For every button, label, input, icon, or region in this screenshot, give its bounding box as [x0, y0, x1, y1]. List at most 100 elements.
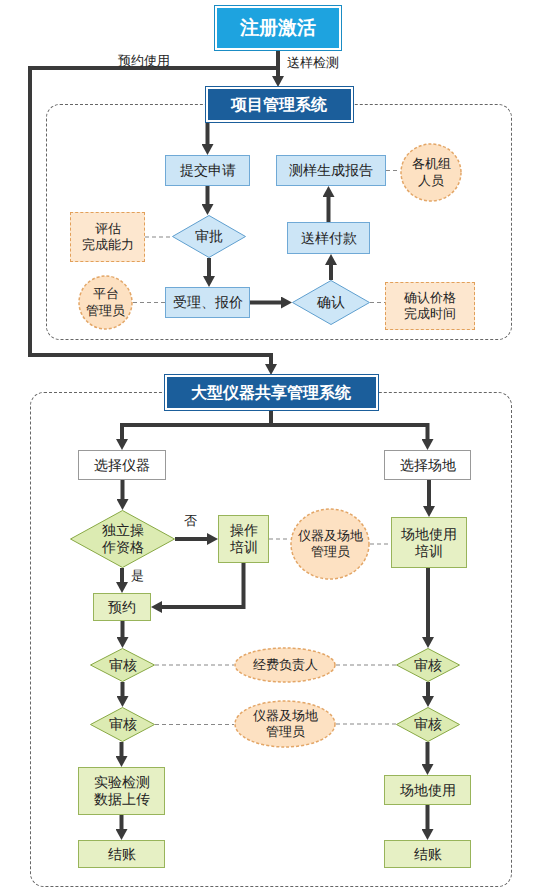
- flow-arrow: [207, 258, 211, 278]
- flow-arrow: [426, 805, 430, 831]
- node-text: 平台 管理员: [80, 286, 131, 319]
- flow-arrow: [206, 122, 210, 146]
- node-text: 选择仪器: [94, 457, 150, 474]
- process-box: 测样生成报告: [276, 155, 386, 186]
- flow-arrow: [121, 682, 125, 698]
- diamond-shape: [71, 511, 175, 568]
- node-text: 操作 培训: [221, 522, 266, 556]
- node-text: 审核: [109, 716, 137, 733]
- diamond-shape: [397, 649, 460, 682]
- dashed-link: [370, 302, 385, 303]
- step-box: 结账: [384, 840, 471, 868]
- flow-arrow: [250, 301, 283, 305]
- flow-arrow: [121, 480, 125, 501]
- review-diamond: 独立操 作资格: [70, 510, 175, 568]
- role-circle: 仪器及场地 管理员: [290, 508, 370, 580]
- node-text: 注册激活: [240, 16, 316, 40]
- role-ellipse: [79, 276, 132, 329]
- diamond-shape: [293, 281, 370, 325]
- node-text: 审核: [414, 657, 442, 674]
- flow-arrow: [327, 195, 331, 222]
- flow-arrow: [329, 263, 333, 280]
- diamond-shape: [397, 708, 460, 742]
- node-text: 审批: [195, 228, 223, 245]
- flow-arrow: [122, 410, 271, 441]
- role-ellipse: [235, 701, 335, 747]
- flow-arrow: [271, 410, 428, 441]
- role-circle: 平台 管理员: [78, 275, 133, 330]
- role-ellipse: [291, 509, 369, 579]
- review-diamond: 审核: [90, 648, 155, 682]
- node-text: 独立操 作资格: [90, 522, 155, 556]
- system-group: 大型仪器共享管理系统选择仪器选择场地独立操 作资格操作 培训仪器及场地 管理员场…: [30, 375, 512, 887]
- flow-arrow: [121, 621, 125, 639]
- edge-label: 是: [131, 567, 144, 585]
- step-box: 实验检测 数据上传: [78, 767, 165, 815]
- decision-diamond: 审批: [172, 215, 246, 258]
- review-diamond: 审核: [396, 648, 460, 682]
- step-box: 结账: [78, 840, 165, 868]
- dashed-link: [145, 236, 172, 237]
- dashed-link: [370, 543, 391, 544]
- dashed-link: [336, 723, 396, 724]
- dashed-link: [155, 724, 234, 725]
- edge-label: 预约使用: [118, 52, 170, 70]
- node-text: 经费负责人: [253, 657, 318, 673]
- review-diamond: 审核: [396, 707, 460, 742]
- role-ellipse: [235, 648, 335, 682]
- decision-diamond: 确认: [292, 280, 370, 325]
- flow-arrow: [206, 186, 210, 206]
- node-text: 审核: [414, 716, 442, 733]
- group-heading: 项目管理系统: [206, 87, 353, 122]
- process-box: 提交申请: [165, 155, 250, 186]
- step-box: 预约: [93, 593, 151, 621]
- diamond-shape: [173, 216, 246, 258]
- flow-arrow: [120, 568, 124, 584]
- process-box: 受理、报价: [165, 287, 250, 318]
- node-text: 受理、报价: [173, 294, 243, 311]
- node-text: 各机组 人员: [402, 156, 460, 189]
- node-text: 结账: [108, 846, 136, 863]
- dashed-link: [386, 170, 400, 171]
- node-text: 仪器及场地 管理员: [292, 528, 368, 561]
- start-box: 注册激活: [215, 6, 341, 50]
- node-text: 预约: [108, 599, 136, 616]
- diamond-shape: [91, 708, 155, 742]
- diamond-shape: [91, 649, 155, 682]
- flow-arrow: [426, 568, 430, 639]
- note-box: 确认价格 完成时间: [385, 282, 475, 330]
- note-box: 评估 完成能力: [70, 212, 145, 262]
- edge-label: 送样检测: [287, 54, 339, 72]
- node-text: 结账: [414, 846, 442, 863]
- select-box: 选择仪器: [78, 450, 166, 480]
- flow-arrow: [160, 563, 244, 607]
- flow-arrow: [120, 742, 124, 758]
- node-text: 场地使用 培训: [394, 526, 464, 560]
- role-circle: 仪器及场地 管理员: [234, 700, 336, 748]
- node-text: 提交申请: [180, 162, 236, 179]
- dashed-link: [133, 302, 165, 303]
- node-text: 场地使用: [400, 782, 456, 799]
- node-text: 测样生成报告: [289, 162, 373, 179]
- flow-arrow: [426, 682, 430, 698]
- role-ellipse: [401, 144, 461, 201]
- dashed-link: [155, 664, 234, 665]
- node-text: 仪器及场地 管理员: [236, 708, 334, 741]
- select-box: 选择场地: [384, 450, 471, 480]
- flow-arrow: [120, 815, 124, 831]
- step-box: 场地使用: [384, 775, 471, 805]
- flow-arrow: [175, 537, 209, 541]
- node-text: 确认: [317, 294, 345, 311]
- node-text: 确认价格 完成时间: [388, 290, 472, 323]
- step-box: 操作 培训: [218, 515, 269, 563]
- review-diamond: 审核: [90, 707, 155, 742]
- role-circle: 经费负责人: [234, 647, 336, 683]
- flow-arrow: [427, 480, 431, 508]
- node-text: 评估 完成能力: [73, 221, 142, 254]
- node-text: 审核: [109, 657, 137, 674]
- process-box: 送样付款: [287, 222, 370, 254]
- node-text: 实验检测 数据上传: [81, 774, 162, 808]
- edge-label: 否: [184, 512, 197, 530]
- dashed-link: [336, 664, 396, 665]
